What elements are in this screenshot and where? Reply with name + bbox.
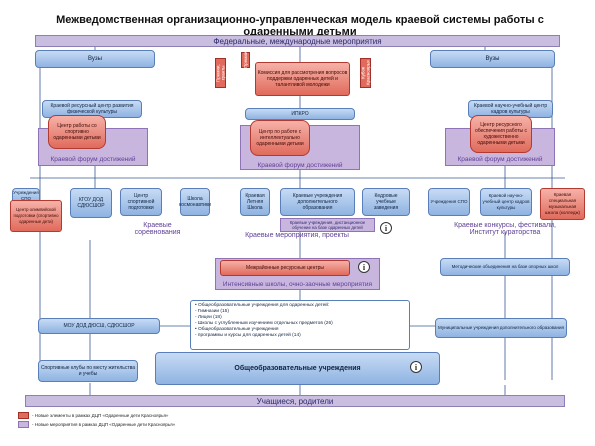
mid-forum-label: Краевой форум достижений	[257, 162, 343, 169]
schools-line-4: - Школы с углубленным изучением отдельны…	[195, 321, 333, 326]
left-forum-label: Краевой форум достижений	[50, 156, 136, 163]
kubok-tab: Кубок Красноярья	[360, 58, 371, 88]
sport-clubs-box: Спортивные клубы по месту жительства и у…	[38, 360, 138, 382]
summer-school-box: Краевая Летняя Школа	[240, 188, 270, 216]
info-icon[interactable]: i	[380, 222, 392, 234]
regional-events-label: Краевые мероприятия, проекты	[245, 232, 349, 239]
legend-item-elements: - Новые элементы в рамках ДЦП «Одаренные…	[18, 412, 168, 419]
kduod-box: КГОУ ДОД СДЮСШОР	[70, 188, 112, 218]
mid-center-red: Центр по работе с интеллектуально одарен…	[250, 120, 310, 156]
commission-box: Комиссия для рассмотрения вопросов подде…	[255, 62, 350, 96]
info-icon[interactable]: i	[410, 361, 422, 373]
sport-competitions-label: Краевые соревнования	[134, 222, 181, 236]
schools-line-2: - Гимназии (15)	[195, 309, 229, 314]
vuzy-right-box: Вузы	[430, 50, 555, 68]
cosmonautics-box: Школа космонавтики	[179, 188, 211, 216]
left-center-red: Центр работы со спортивно одаренными дет…	[48, 115, 106, 149]
municipal-box: Муниципальные учреждения дополнительного…	[435, 318, 567, 338]
sport-center-box: Центр спортивной подготовки	[120, 188, 162, 216]
legend-swatch-violet	[18, 421, 29, 428]
mid-center-title: ИПКРО	[245, 108, 355, 120]
legend-swatch-red	[18, 412, 29, 419]
schools-line-6: - программы и курсы для одаренных детей …	[195, 333, 301, 338]
music-school-box: Краевая специальная музыкальная школа (к…	[540, 188, 585, 220]
legend-item-events: - Новые мероприятия в рамках ДЦП «Одарен…	[18, 421, 175, 428]
intensive-schools-label: Интенсивные школы, очно-заочные мероприя…	[222, 281, 373, 288]
schools-line-5: • Общеобразовательные учреждения	[195, 327, 279, 332]
olympic-center-box: Центр олимпийской подготовки (спортивно …	[10, 200, 62, 232]
general-schools-box: Общеобразовательные учреждения	[155, 352, 440, 385]
art-contests-label: Краевые конкурсы, фестивали, Институт ку…	[454, 222, 556, 236]
bottom-band: Учащиеся, родители	[25, 395, 565, 407]
prizes-grants-tab: Премии, гранты	[215, 58, 226, 88]
info-icon[interactable]: i	[358, 261, 370, 273]
mou-box: МОУ ДОД ДЮСШ, СДЮСШОР	[38, 318, 160, 334]
spo-right-box: Учреждения СПО	[428, 188, 470, 216]
resource-centers-box: Межрайонные ресурсные центры	[220, 260, 350, 276]
regional-add-ed-box: Краевые учреждения дополнительного образ…	[280, 188, 355, 216]
prizes-tab: Премии	[241, 51, 250, 69]
right-center-red: Центр ресурсного обеспечения работы с ху…	[470, 115, 532, 153]
schools-line-3: - Лицеи (18)	[195, 315, 222, 320]
kedrovye-box: Кедровые учебные заведения	[362, 188, 410, 216]
top-band: Федеральные, международные мероприятия	[35, 35, 560, 47]
schools-line-1: • Общеобразовательные учреждения для ода…	[195, 303, 330, 308]
distance-learning-box: Краевые учреждения, дистанционное обучен…	[280, 218, 375, 232]
methodic-box: Методические объединения на базе опорных…	[440, 258, 570, 276]
culture-center-box: Краевой научно-учебный центр кадров куль…	[480, 188, 532, 216]
right-forum-label: Краевой форум достижений	[457, 156, 543, 163]
vuzy-left-box: Вузы	[35, 50, 155, 68]
schools-list-box: • Общеобразовательные учреждения для ода…	[190, 300, 410, 350]
